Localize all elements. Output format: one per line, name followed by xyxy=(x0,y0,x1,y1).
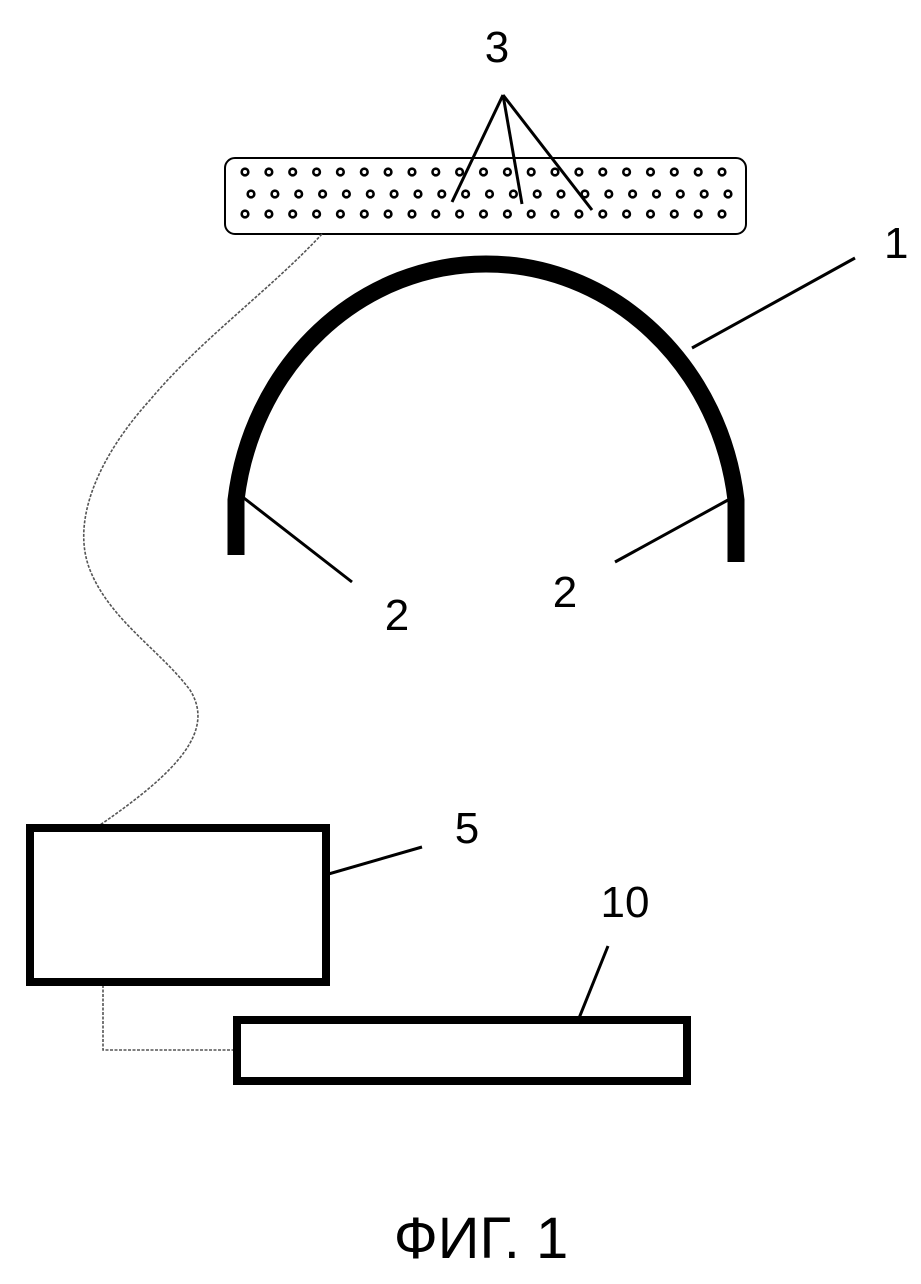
electrode-hole xyxy=(456,211,463,218)
electrode-hole xyxy=(701,191,708,198)
electrode-hole xyxy=(367,191,374,198)
electrode-hole xyxy=(725,191,732,198)
electrode-hole xyxy=(456,169,463,176)
electrode-hole xyxy=(558,191,565,198)
electrode-hole xyxy=(295,191,302,198)
electrode-hole xyxy=(385,211,392,218)
electrode-hole xyxy=(600,211,607,218)
figure-caption: ФИГ. 1 xyxy=(394,1206,569,1271)
electrode-hole xyxy=(361,169,368,176)
electrode-hole xyxy=(480,169,487,176)
electrode-hole xyxy=(504,169,511,176)
electrode-hole xyxy=(504,211,511,218)
label-display: 10 xyxy=(601,878,650,927)
electrode-hole xyxy=(391,191,398,198)
electrode-hole xyxy=(242,169,249,176)
electrode-hole xyxy=(462,191,469,198)
electrode-strip xyxy=(225,158,746,234)
electrode-hole xyxy=(671,211,678,218)
electrode-hole xyxy=(272,191,279,198)
electrode-hole xyxy=(671,169,678,176)
electrode-hole xyxy=(534,191,541,198)
electrode-hole xyxy=(647,211,654,218)
electrode-hole xyxy=(677,191,684,198)
electrode-hole xyxy=(248,191,255,198)
electrode-hole xyxy=(719,211,726,218)
electrode-hole xyxy=(439,191,446,198)
electrode-hole xyxy=(313,169,320,176)
label-end-right: 2 xyxy=(553,568,577,617)
electrode-hole xyxy=(576,169,583,176)
headband-arc xyxy=(236,264,736,562)
electrode-hole xyxy=(695,211,702,218)
electrode-hole xyxy=(242,211,249,218)
electrode-hole xyxy=(433,169,440,176)
electrode-hole xyxy=(480,211,487,218)
electrode-hole xyxy=(552,169,559,176)
electrode-hole xyxy=(313,211,320,218)
label-end-left: 2 xyxy=(385,591,409,640)
label-electrodes: 3 xyxy=(485,23,509,72)
electrode-hole xyxy=(343,191,350,198)
wire-unit-to-display xyxy=(103,985,237,1050)
leader-end-left xyxy=(240,495,352,582)
electrode-hole xyxy=(409,169,416,176)
electrode-hole xyxy=(528,169,535,176)
electrode-hole xyxy=(289,211,296,218)
electrode-hole xyxy=(266,169,273,176)
label-arc: 1 xyxy=(884,219,908,268)
processing-unit-box xyxy=(30,828,326,982)
electrode-hole xyxy=(433,211,440,218)
electrode-hole xyxy=(337,169,344,176)
electrode-hole xyxy=(552,211,559,218)
electrode-hole xyxy=(510,191,517,198)
leader-end-right xyxy=(615,500,728,562)
electrode-hole xyxy=(629,191,636,198)
electrode-hole xyxy=(623,211,630,218)
label-unit: 5 xyxy=(455,804,479,853)
electrode-hole xyxy=(695,169,702,176)
electrode-hole xyxy=(266,211,273,218)
electrode-hole xyxy=(647,169,654,176)
display-unit-box xyxy=(237,1020,687,1081)
electrode-hole xyxy=(623,169,630,176)
electrode-hole xyxy=(289,169,296,176)
electrode-hole xyxy=(528,211,535,218)
electrode-hole xyxy=(337,211,344,218)
electrode-hole xyxy=(361,211,368,218)
electrode-hole xyxy=(319,191,326,198)
electrode-hole xyxy=(385,169,392,176)
electrode-hole xyxy=(653,191,660,198)
electrode-hole xyxy=(415,191,422,198)
electrode-hole xyxy=(606,191,613,198)
electrode-hole xyxy=(600,169,607,176)
electrode-hole xyxy=(719,169,726,176)
electrode-hole xyxy=(486,191,493,198)
leader-arc xyxy=(692,258,855,348)
electrode-hole xyxy=(409,211,416,218)
electrode-hole xyxy=(576,211,583,218)
